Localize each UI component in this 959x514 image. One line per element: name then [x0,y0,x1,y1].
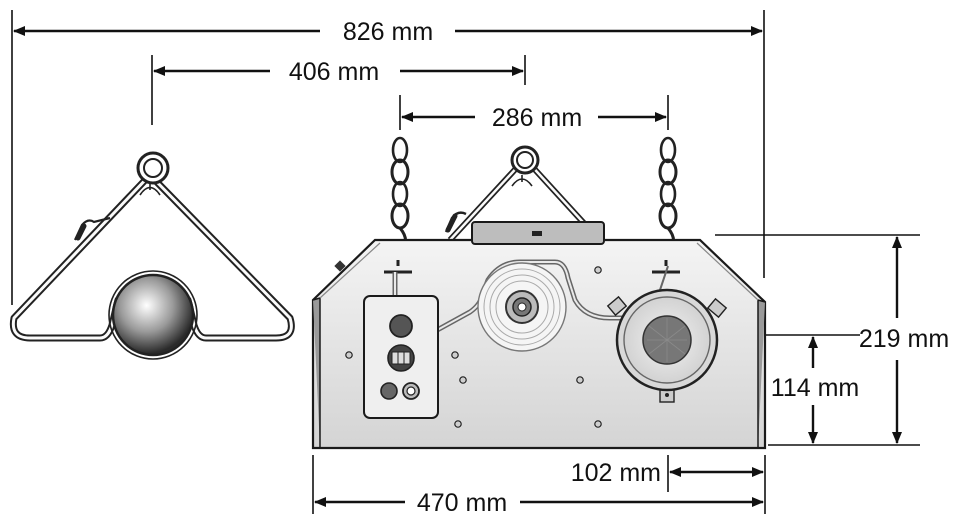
dim-height: 219 mm [715,234,949,446]
dim-label-bracket: 406 mm [289,58,379,86]
dim-label-outlet-offset: 102 mm [571,459,661,487]
control-panel [363,295,439,419]
dim-label-overall: 826 mm [343,18,433,46]
dim-outlet-height: 114 mm [765,334,860,444]
lamp-ball [111,273,195,357]
dim-chain-spacing: 286 mm [399,95,669,132]
dim-overall-width: 826 mm [11,10,765,305]
dim-body-width: 470 mm [312,455,764,514]
indicator-light [380,382,398,400]
dim-outlet-offset: 102 mm [571,455,766,514]
jack-icon[interactable] [402,382,420,400]
dim-label-body-width: 470 mm [417,489,507,514]
knob-icon[interactable] [389,314,413,338]
spool-icon [477,262,567,352]
dim-label-chain: 286 mm [492,104,582,132]
rocker-switch-icon[interactable] [387,344,415,372]
dim-label-outlet-height: 114 mm [771,374,859,402]
front-view [311,136,767,450]
dim-bracket-width: 406 mm [151,55,526,125]
screw-icon [345,266,602,428]
dim-label-height: 219 mm [859,325,949,353]
outlet-lens [606,288,728,403]
side-view [9,151,295,360]
